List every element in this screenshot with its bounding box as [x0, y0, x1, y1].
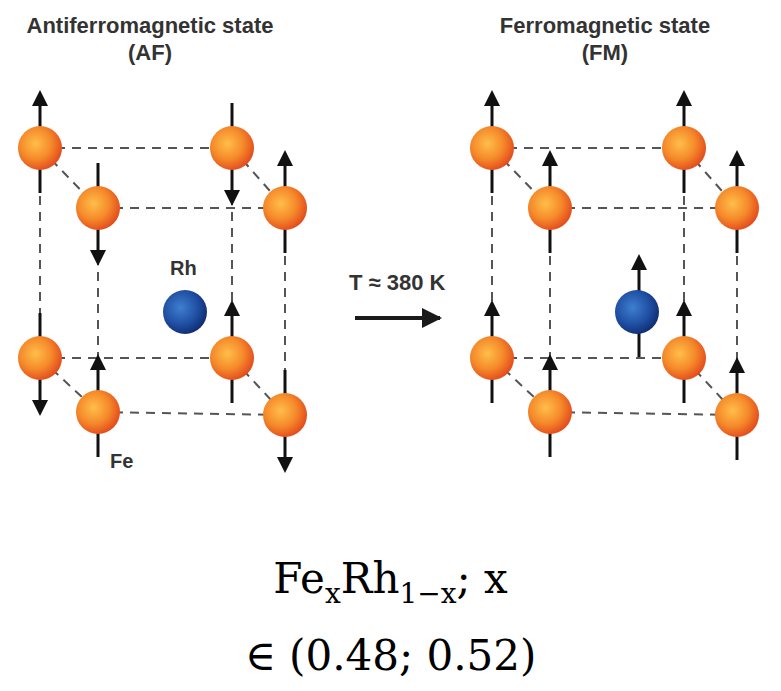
fe-atom [18, 336, 62, 380]
cell-edge [40, 147, 232, 149]
formula-subscript: x [325, 577, 341, 610]
state-title: Ferromagnetic state (FM) [480, 12, 730, 66]
cell-edge [40, 357, 232, 359]
atom-label: Rh [170, 257, 197, 280]
cell-edge [550, 412, 737, 415]
spin-arrowhead [224, 190, 240, 206]
transition-temperature: T ≈ 380 K [346, 270, 448, 296]
fe-atom [263, 393, 307, 437]
unit-cell [18, 90, 307, 473]
cell-edge [492, 357, 684, 359]
spin-arrowhead [542, 150, 558, 166]
state-title: Antiferromagnetic state (AF) [25, 12, 275, 66]
unit-cell [470, 90, 759, 460]
formula-subscript: 1−x [399, 577, 456, 610]
formula-text: ; x [457, 554, 508, 603]
spin-arrowhead [277, 457, 293, 473]
state-panel: Antiferromagnetic state (AF) [0, 12, 355, 482]
state-panel: Ferromagnetic state (FM) [440, 12, 781, 482]
spin-arrowhead [277, 150, 293, 166]
atom-label: Fe [110, 450, 133, 473]
fe-atom [76, 186, 120, 230]
fe-atom [18, 126, 62, 170]
fe-atom [662, 336, 706, 380]
spin-arrowhead [676, 300, 692, 316]
spin-arrowhead [542, 354, 558, 370]
rh-atom [163, 290, 207, 334]
spin-arrowhead [32, 400, 48, 416]
formula-text: Fe [273, 554, 325, 603]
spin-arrowhead [729, 150, 745, 166]
transition-arrow [355, 316, 440, 320]
spin-arrowhead [484, 300, 500, 316]
formula-text: Rh [341, 554, 400, 603]
fe-atom [210, 336, 254, 380]
fe-atom [210, 126, 254, 170]
spin-arrowhead [631, 254, 647, 270]
fe-atom [528, 390, 572, 434]
spin-arrowhead [676, 90, 692, 106]
fe-atom [662, 126, 706, 170]
fe-atom [263, 186, 307, 230]
formula-text: ∈ (0.48; 0.52) [0, 625, 781, 687]
fe-atom [528, 186, 572, 230]
spin-arrowhead [90, 354, 106, 370]
fe-atom [715, 186, 759, 230]
fe-atom [715, 393, 759, 437]
spin-arrowhead [224, 300, 240, 316]
cell-edge [98, 412, 285, 415]
fe-atom [470, 336, 514, 380]
fe-atom [470, 126, 514, 170]
cell-edge [98, 207, 285, 209]
rh-atom [615, 290, 659, 334]
spin-arrowhead [32, 90, 48, 106]
cell-edge [550, 207, 737, 209]
spin-arrowhead [484, 90, 500, 106]
fe-atom [76, 390, 120, 434]
spin-arrowhead [729, 357, 745, 373]
spin-arrowhead [90, 250, 106, 266]
composition-formula: FexRh1−x; x ∈ (0.48; 0.52) [0, 548, 781, 687]
cell-edge [492, 147, 684, 149]
